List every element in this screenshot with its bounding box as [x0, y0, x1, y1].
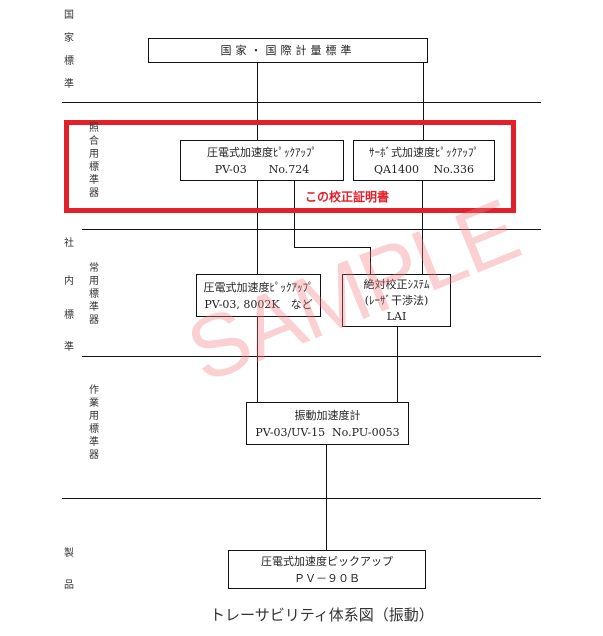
box-text: LAI [386, 309, 407, 323]
product-box: 圧電式加速度ピックアップ ＰＶ－９０Ｂ [228, 550, 426, 589]
label-company-3: 標 [64, 310, 74, 321]
label-company-1: 社 [64, 238, 74, 249]
box-text: 国家・国際計量標準 [220, 44, 356, 57]
separator-national [62, 102, 541, 103]
box-text: 振動加速度計 [294, 408, 361, 422]
label-national-1: 国 [64, 10, 74, 21]
highlight-label: この校正証明書 [305, 190, 390, 204]
separator-working [62, 498, 541, 499]
reference-piezo-box: 圧電式加速度ﾋﾟｯｸｱｯﾌﾟ PV-03 No.724 [180, 140, 344, 181]
box-text: 圧電式加速度ピックアップ [261, 554, 393, 568]
box-text: (ﾚｰｻﾞ干渉法) [364, 293, 429, 307]
box-text: ｻｰﾎﾞ式加速度ﾋﾟｯｸｱｯﾌﾟ [369, 145, 479, 159]
box-text: 圧電式加速度ﾋﾟｯｸｱｯﾌﾟ [203, 280, 314, 294]
label-company-4: 準 [64, 342, 74, 353]
national-standard-box: 国家・国際計量標準 [148, 38, 428, 63]
label-national-4: 準 [64, 79, 74, 90]
reference-servo-box: ｻｰﾎﾞ式加速度ﾋﾟｯｸｱｯﾌﾟ QA1400 No.336 [353, 140, 495, 181]
connector [257, 316, 258, 402]
diagram-caption: トレーサビリティ体系図（振動） [210, 606, 434, 624]
regular-piezo-box: 圧電式加速度ﾋﾟｯｸｱｯﾌﾟ PV-03, 8002K など [196, 274, 321, 317]
label-product-2: 品 [64, 580, 74, 591]
connector [257, 180, 258, 274]
label-national-2: 家 [64, 33, 74, 44]
connector [326, 444, 327, 550]
vibration-meter-box: 振動加速度計 PV-03/UV-15 No.PU-0053 [246, 402, 409, 445]
box-text: QA1400 No.336 [374, 162, 474, 176]
box-text: ＰＶ－９０Ｂ [294, 571, 360, 585]
separator-reference [82, 229, 541, 230]
connector [294, 180, 295, 247]
label-working-standard: 作業用標準器 [89, 385, 99, 461]
connector [294, 247, 370, 248]
connector [422, 180, 423, 274]
separator-regular [82, 356, 541, 357]
box-text: PV-03/UV-15 No.PU-0053 [255, 425, 400, 439]
connector [370, 247, 371, 274]
connector [397, 326, 398, 402]
connector [423, 62, 424, 140]
box-text: PV-03, 8002K など [204, 297, 313, 311]
label-regular-standard: 常用標準器 [89, 263, 99, 326]
highlight-frame [64, 120, 516, 213]
label-company-2: 内 [64, 276, 74, 287]
label-national-3: 標 [64, 56, 74, 67]
label-reference-standard: 照合用標準器 [89, 123, 99, 199]
absolute-system-box: 絶対校正ｼｽﾃﾑ (ﾚｰｻﾞ干渉法) LAI [342, 274, 451, 327]
box-text: 絶対校正ｼｽﾃﾑ [363, 277, 430, 291]
label-product-1: 製 [64, 548, 74, 559]
box-text: 圧電式加速度ﾋﾟｯｸｱｯﾌﾟ [207, 145, 317, 159]
connector [257, 62, 258, 140]
box-text: PV-03 No.724 [214, 162, 310, 176]
